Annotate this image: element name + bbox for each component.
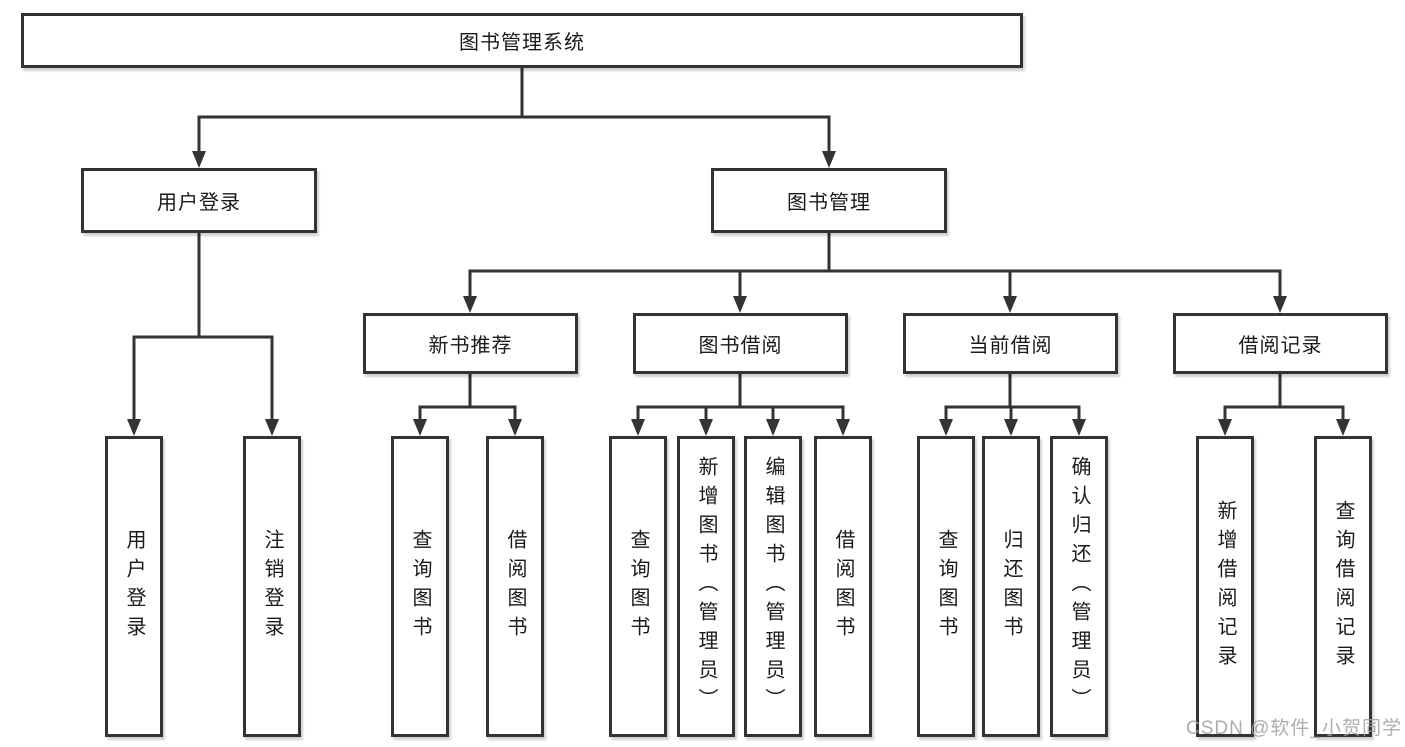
node-book-manage-label: 图书管理 (787, 192, 871, 214)
node-leaf-nb-borrow-book: 借阅图书 (486, 436, 544, 737)
node-leaf-br-add-record-label: 新增借阅记录 (1214, 499, 1236, 674)
node-leaf-br-query-record: 查询借阅记录 (1314, 436, 1372, 737)
node-leaf-br-query-record-label: 查询借阅记录 (1332, 499, 1354, 674)
node-user-login-label: 用户登录 (157, 192, 241, 214)
node-leaf-bb-add-book: 新增图书（管理员） (677, 436, 735, 737)
node-book-manage: 图书管理 (711, 168, 947, 233)
node-leaf-bb-borrow-book-label: 借阅图书 (832, 528, 854, 645)
node-book-borrow-label: 图书借阅 (698, 335, 783, 357)
node-leaf-user-login: 用户登录 (105, 436, 163, 737)
node-root-label: 图书管理系统 (459, 32, 585, 54)
node-leaf-bb-query-book-label: 查询图书 (627, 528, 649, 645)
node-current-borrow-label: 当前借阅 (968, 335, 1053, 357)
node-leaf-nb-query-book-label: 查询图书 (409, 528, 431, 645)
node-leaf-cb-confirm-return: 确认归还（管理员） (1050, 436, 1108, 737)
node-leaf-cb-query-book-label: 查询图书 (935, 528, 957, 645)
node-leaf-nb-query-book: 查询图书 (391, 436, 449, 737)
node-leaf-nb-borrow-book-label: 借阅图书 (504, 528, 526, 645)
node-new-book-recommend: 新书推荐 (363, 313, 578, 374)
node-user-login: 用户登录 (81, 168, 317, 233)
node-leaf-cb-return-book: 归还图书 (982, 436, 1040, 737)
node-leaf-logout: 注销登录 (243, 436, 301, 737)
arrowheads (127, 151, 1350, 436)
node-leaf-logout-label: 注销登录 (261, 528, 283, 645)
node-leaf-bb-edit-book: 编辑图书（管理员） (744, 436, 802, 737)
node-leaf-cb-return-book-label: 归还图书 (1000, 528, 1022, 645)
node-book-borrow: 图书借阅 (633, 313, 848, 374)
node-borrow-records-label: 借阅记录 (1238, 335, 1323, 357)
node-leaf-bb-query-book: 查询图书 (609, 436, 667, 737)
node-borrow-records: 借阅记录 (1173, 313, 1388, 374)
node-root: 图书管理系统 (21, 13, 1023, 68)
node-leaf-bb-add-book-label: 新增图书（管理员） (695, 456, 717, 717)
node-leaf-cb-query-book: 查询图书 (917, 436, 975, 737)
node-leaf-br-add-record: 新增借阅记录 (1196, 436, 1254, 737)
node-current-borrow: 当前借阅 (903, 313, 1118, 374)
node-leaf-user-login-label: 用户登录 (123, 528, 145, 645)
node-leaf-cb-confirm-return-label: 确认归还（管理员） (1068, 456, 1090, 717)
csdn-watermark: CSDN @软件_小贺同学 (1186, 718, 1402, 739)
node-leaf-bb-edit-book-label: 编辑图书（管理员） (762, 456, 784, 717)
node-new-book-recommend-label: 新书推荐 (428, 335, 513, 357)
node-leaf-bb-borrow-book: 借阅图书 (814, 436, 872, 737)
